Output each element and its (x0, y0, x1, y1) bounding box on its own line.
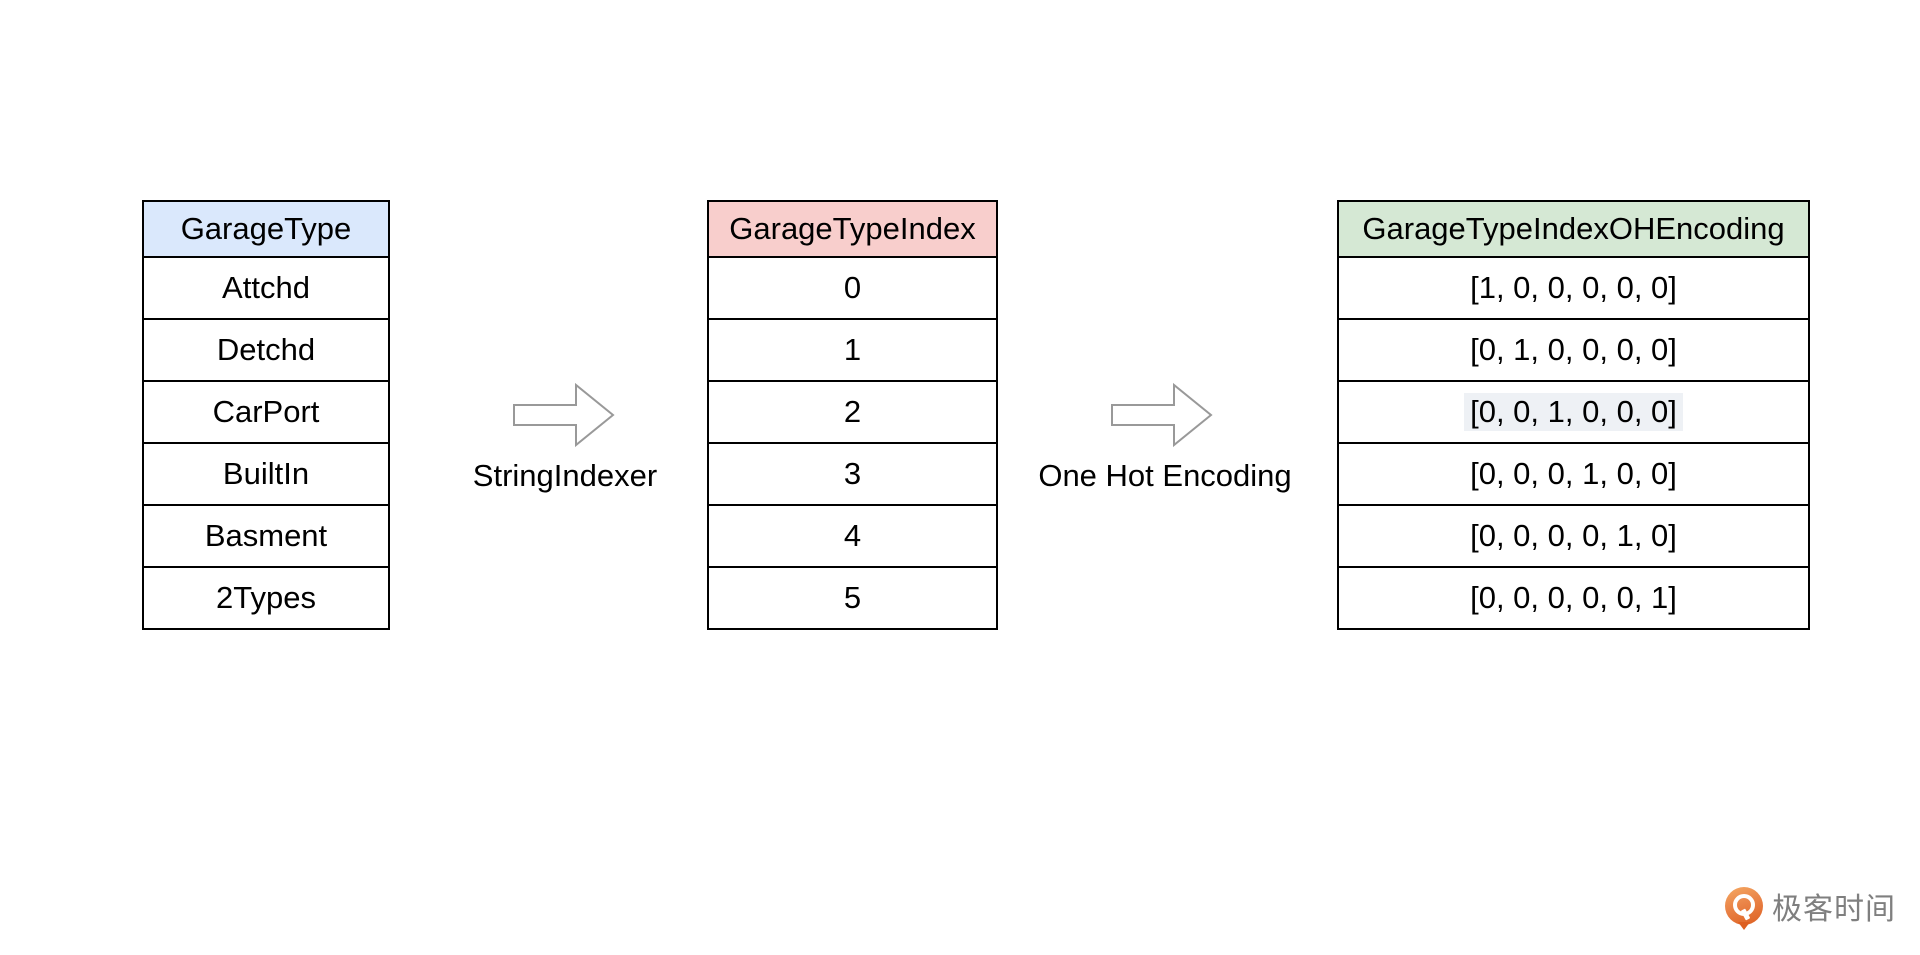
table-row: [0, 0, 0, 1, 0, 0] (1337, 442, 1810, 506)
table-row: 4 (707, 504, 998, 568)
table-row: [0, 0, 0, 0, 0, 1] (1337, 566, 1810, 630)
table-header: GarageTypeIndexOHEncoding (1337, 200, 1810, 258)
table-row: [1, 0, 0, 0, 0, 0] (1337, 256, 1810, 320)
table-row: Detchd (142, 318, 390, 382)
cell-text: 4 (843, 518, 862, 553)
cell-text: BuiltIn (222, 456, 310, 491)
table-row: 2Types (142, 566, 390, 630)
cell-text: 2 (843, 394, 862, 429)
cell-text: 0 (843, 270, 862, 305)
table-row: 3 (707, 442, 998, 506)
table-garage-type-index-oh-encoding: GarageTypeIndexOHEncoding [1, 0, 0, 0, 0… (1337, 200, 1810, 630)
cell-text: 5 (843, 580, 862, 615)
cell-text: [1, 0, 0, 0, 0, 0] (1470, 270, 1677, 305)
cell-text: [0, 0, 0, 0, 1, 0] (1470, 518, 1677, 553)
table-header-text: GarageType (180, 211, 352, 246)
table-row: Basment (142, 504, 390, 568)
cell-text: 3 (843, 456, 862, 491)
table-row: Attchd (142, 256, 390, 320)
transform-label-one-hot-encoding: One Hot Encoding (1038, 458, 1292, 493)
cell-text: CarPort (212, 394, 320, 429)
table-row: [0, 0, 1, 0, 0, 0] (1337, 380, 1810, 444)
table-row: BuiltIn (142, 442, 390, 506)
cell-text: Attchd (222, 270, 310, 305)
cell-text: 1 (843, 332, 862, 367)
table-row: CarPort (142, 380, 390, 444)
arrow-right-icon (1111, 382, 1213, 448)
table-row: 2 (707, 380, 998, 444)
table-row: [0, 0, 0, 0, 1, 0] (1337, 504, 1810, 568)
cell-text: Basment (204, 518, 328, 553)
table-row: 1 (707, 318, 998, 382)
arrow-right-icon (513, 382, 615, 448)
geektime-watermark: 极客时间 (1725, 884, 1896, 930)
table-header: GarageTypeIndex (707, 200, 998, 258)
cell-text: Detchd (216, 332, 316, 367)
geektime-logo-text: 极客时间 (1772, 893, 1896, 926)
table-row: 5 (707, 566, 998, 630)
table-header-text: GarageTypeIndexOHEncoding (1362, 211, 1785, 246)
geektime-logo-icon (1725, 887, 1763, 930)
logo-pin-tail (1738, 922, 1750, 930)
cell-text: [0, 0, 0, 0, 0, 1] (1470, 580, 1677, 615)
table-row: [0, 1, 0, 0, 0, 0] (1337, 318, 1810, 382)
cell-text: 2Types (216, 580, 316, 615)
table-header-text: GarageTypeIndex (729, 211, 976, 246)
table-row: 0 (707, 256, 998, 320)
transform-label-string-indexer: StringIndexer (472, 458, 658, 493)
cell-text: [0, 1, 0, 0, 0, 0] (1470, 332, 1677, 367)
table-garage-type: GarageType Attchd Detchd CarPort BuiltIn… (142, 200, 390, 630)
cell-text-highlighted: [0, 0, 1, 0, 0, 0] (1464, 393, 1683, 431)
table-garage-type-index: GarageTypeIndex 0 1 2 3 4 5 (707, 200, 998, 630)
table-header: GarageType (142, 200, 390, 258)
cell-text: [0, 0, 0, 1, 0, 0] (1470, 456, 1677, 491)
